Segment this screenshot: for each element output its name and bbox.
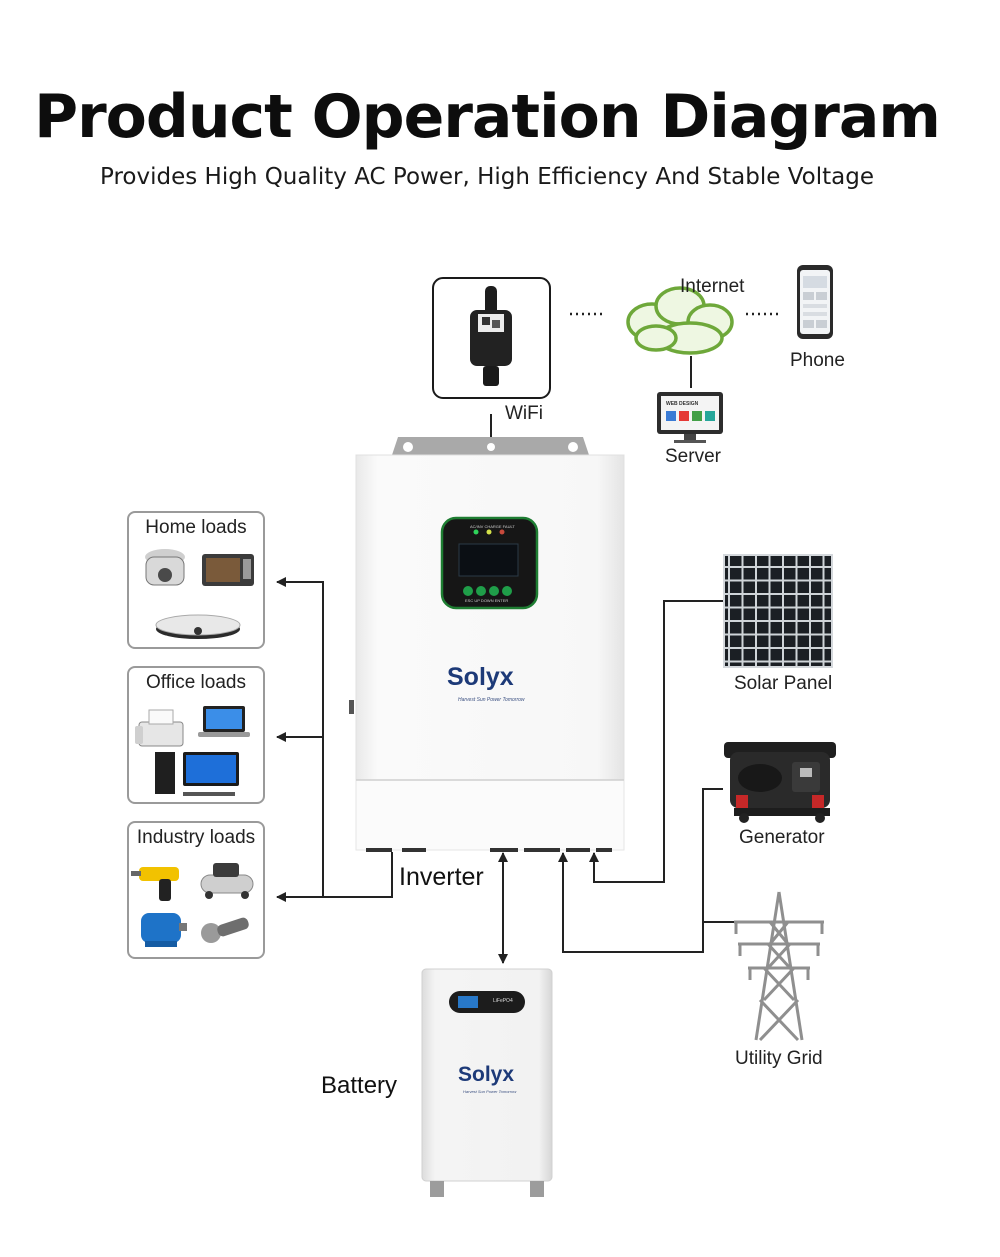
page-title: Product Operation Diagram [34,82,941,152]
inverter-label: Inverter [399,863,484,891]
rice-cooker-icon [145,549,185,586]
home-loads-box: Home loads [127,511,265,649]
wifi-label: WiFi [505,403,543,424]
generator-icon [724,742,836,823]
office-equipment-icons [135,706,250,796]
home-loads-title: Home loads [145,517,247,538]
electric-motor-icon [141,913,187,947]
desktop-computer-icon [155,752,239,796]
battery-display-text: LiFePO4 [493,998,513,1004]
wifi-dongle [432,277,551,399]
battery-brand-logo: Solyx [458,1063,515,1086]
server-screen-text: WEB DESIGN [666,401,699,407]
inverter-indicator-labels: AC/INV CHARGE FAULT [470,524,515,529]
server-monitor-icon [657,392,723,443]
utility-grid-label: Utility Grid [735,1048,823,1069]
power-drill-icon [131,867,179,901]
internet-cloud-icon [626,286,734,355]
generator-label: Generator [739,827,825,848]
angle-grinder-icon [201,917,249,943]
page-subtitle: Provides High Quality AC Power, High Eff… [100,164,874,190]
industrial-equipment-icons [131,863,254,947]
server-label: Server [665,446,721,467]
fax-machine-icon [135,709,184,747]
inverter-brand-logo: Solyx [447,663,514,691]
connection-lines [276,356,738,964]
home-appliances-icons [145,549,254,639]
induction-cooker-icon [155,614,241,639]
industry-loads-title: Industry loads [136,827,256,848]
inverter-brand-tagline: Harvest Sun Power Tomorrow [458,697,525,703]
office-loads-title: Office loads [146,672,246,693]
internet-label: Internet [680,276,745,297]
industry-loads-box: Industry loads [127,821,265,959]
phone-icon [797,265,833,339]
inverter-unit [349,437,625,852]
battery-unit [421,968,553,1197]
utility-grid-tower-icon [734,891,824,1042]
laptop-icon [198,706,250,737]
battery-brand-tagline: Harvest Sun Power Tomorrow [463,1089,517,1094]
office-loads-box: Office loads [127,666,265,804]
phone-label: Phone [790,350,845,371]
inverter-button-labels: ESC UP DOWN ENTER [465,598,509,603]
air-compressor-icon [200,863,254,899]
battery-label: Battery [321,1072,398,1099]
microwave-icon [202,554,254,586]
solar-panel-icon [723,554,833,668]
solar-panel-label: Solar Panel [734,673,833,694]
